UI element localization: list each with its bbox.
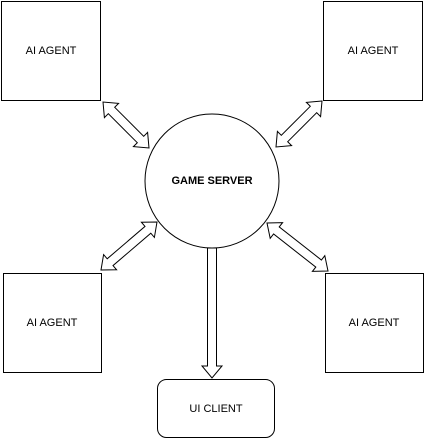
agent-box-top-right (323, 1, 423, 101)
double-arrow-top-left (102, 101, 150, 149)
agent-label-bottom-left: AI AGENT (27, 317, 78, 329)
connector-arrows (100, 100, 329, 379)
ui-client-label: UI CLIENT (189, 403, 242, 415)
agent-node-top-right: AI AGENT (323, 1, 423, 101)
agent-box-bottom-right (325, 273, 424, 373)
agent-node-bottom-left: AI AGENT (3, 273, 102, 373)
agent-label-top-left: AI AGENT (26, 45, 77, 57)
arrow-server-to-client (200, 247, 224, 379)
agent-node-top-left: AI AGENT (1, 1, 101, 101)
ui-client-box (157, 379, 275, 438)
double-arrow-bottom-right (266, 222, 329, 272)
ui-client-node: UI CLIENT (157, 379, 275, 438)
double-arrow-top-right (275, 100, 323, 148)
game-server-label: GAME SERVER (171, 175, 252, 187)
agent-box-bottom-left (3, 273, 102, 373)
game-server-node: GAME SERVER (144, 113, 280, 249)
agent-label-bottom-right: AI AGENT (349, 317, 400, 329)
agent-box-top-left (1, 1, 101, 101)
double-arrow-bottom-left (100, 221, 158, 271)
agent-node-bottom-right: AI AGENT (325, 273, 424, 373)
agent-label-top-right: AI AGENT (348, 45, 399, 57)
